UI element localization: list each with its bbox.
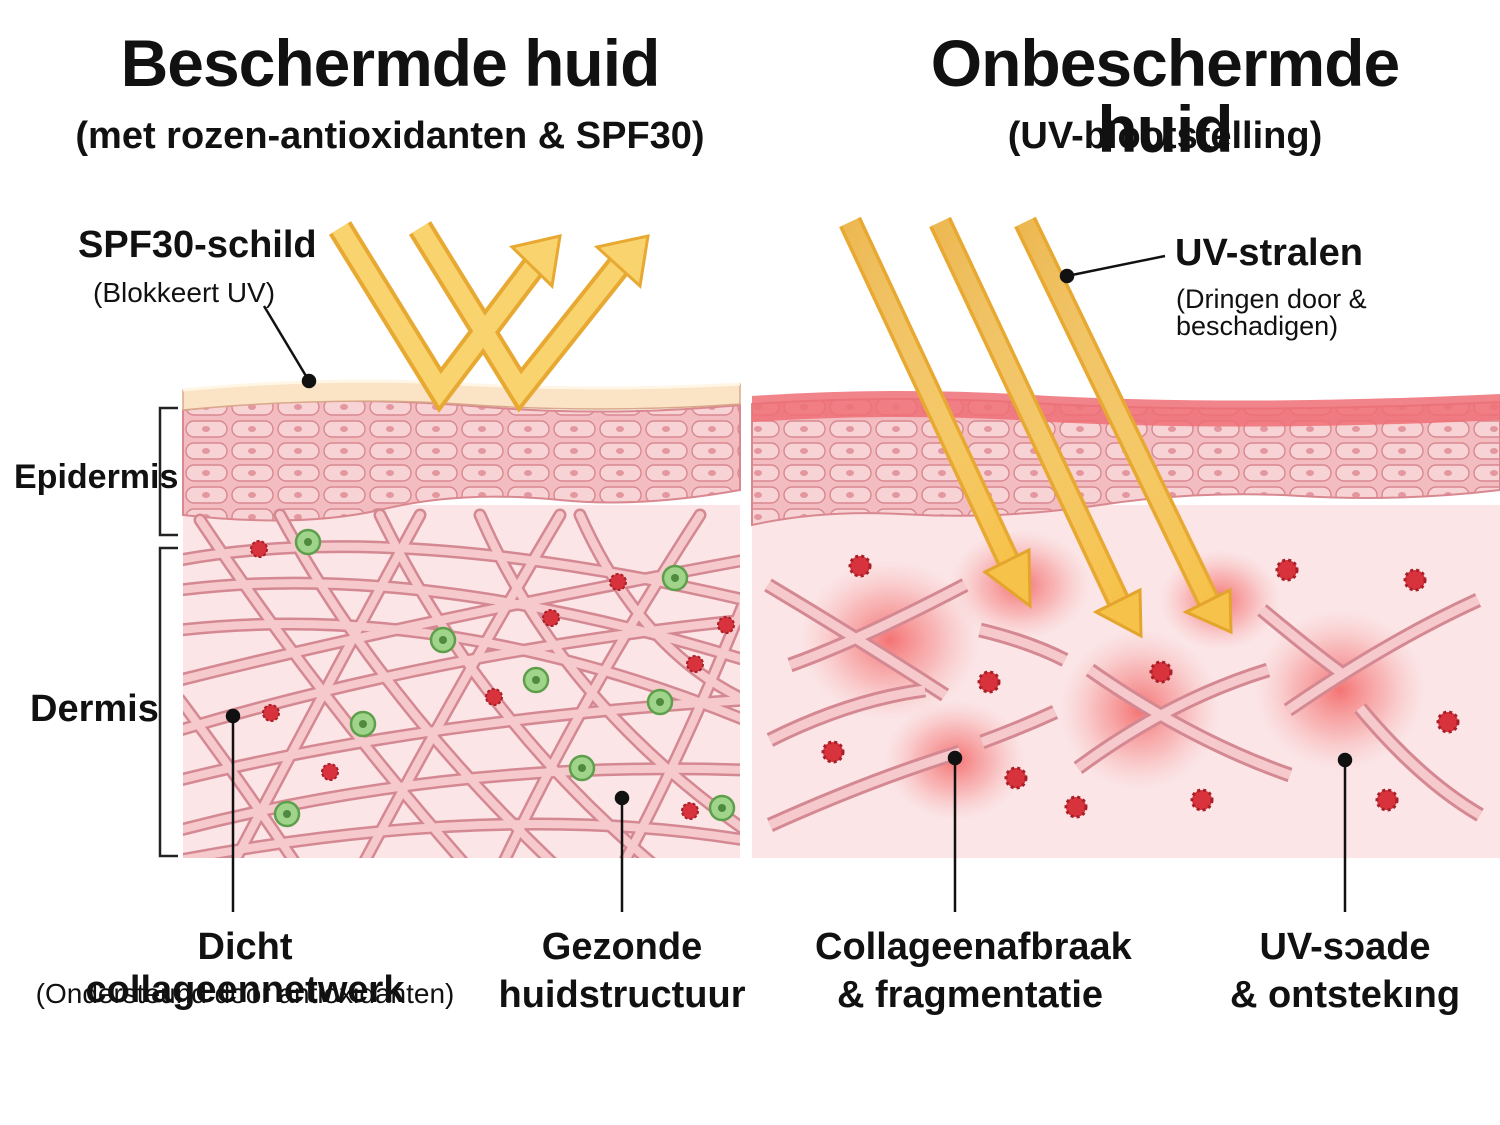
leader-lines-right: [947, 254, 1353, 912]
spf-shield-note: (Blokkeert UV): [93, 277, 276, 308]
right-subtitle: (UV-blootstelling): [1007, 115, 1323, 157]
dense-collagen-note: (Ondersteund door antioxidanten): [35, 978, 455, 1009]
uv-rays-note: (Dringen door & beschadigen): [1176, 284, 1367, 341]
left-title: Beschermde huid: [120, 26, 661, 100]
dense-collagen-label: Dicht collageennetwerk: [85, 926, 405, 1011]
uv-rays-label: UV-stralen: [1175, 232, 1363, 274]
unprotected-skin-panel: [751, 216, 1500, 912]
uv-damage-line2: & ontstekıng: [1229, 974, 1461, 1016]
uv-damage-line1: UV-sɔade: [1259, 926, 1431, 968]
collagen-breakdown-line1: Collageenafbraak: [815, 926, 1132, 968]
collagen-breakdown-line2: & fragmentatie: [836, 974, 1104, 1016]
reflected-uv-rays: [328, 221, 650, 413]
leader-lines-left: [225, 305, 630, 912]
epidermis-left: [182, 400, 741, 522]
epidermis-label: Epidermis: [14, 458, 179, 496]
free-radicals-right: [821, 554, 1460, 819]
right-title: Onbeschermde huid: [930, 26, 1401, 166]
layer-brackets: [158, 406, 178, 858]
broken-collagen-fragments: [764, 578, 1484, 832]
spf-shield-label: SPF30-schild: [78, 224, 317, 266]
healthy-structure-line2: huidstructuur: [498, 974, 746, 1016]
penetrating-uv-rays: [839, 216, 1233, 639]
left-subtitle: (met rozen-antioxidanten & SPF30): [75, 115, 705, 157]
protected-skin-panel: [158, 221, 741, 912]
dermis-label: Dermis: [30, 688, 159, 730]
free-radicals-left: [250, 540, 735, 820]
healthy-structure-line1: Gezonde: [541, 926, 703, 968]
